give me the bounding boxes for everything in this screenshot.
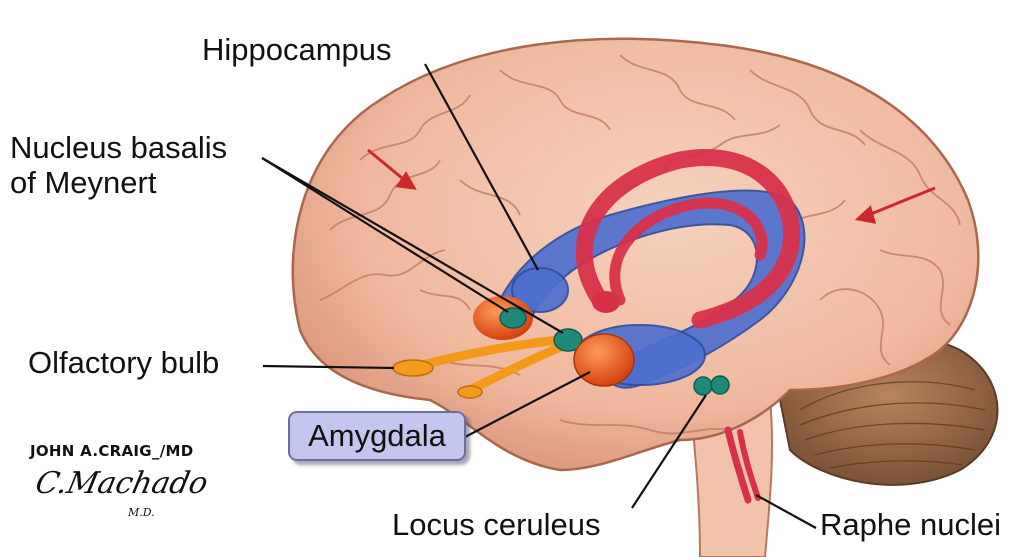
signature-line1: JOHN A.CRAIG_/MD: [30, 442, 193, 460]
locus-ceruleus-label: Locus ceruleus: [392, 508, 601, 543]
signature-line3: M.D.: [128, 506, 155, 519]
locus-ceruleus-2: [711, 376, 729, 394]
olfactory-bulb-label: Olfactory bulb: [28, 346, 219, 381]
nucleus-basalis-label-line2: of Meynert: [10, 166, 227, 201]
hippocampus-label: Hippocampus: [202, 33, 392, 68]
signature-line2: C.Machado: [32, 466, 211, 501]
locus-ceruleus-1: [694, 377, 712, 395]
olfactory-bulb: [393, 360, 433, 376]
nucleus-basalis-label: Nucleus basalis of Meynert: [10, 131, 227, 200]
nucleus-basalis-label-line1: Nucleus basalis: [10, 131, 227, 166]
nucleus-basalis-green-1: [500, 308, 526, 328]
raphe-nuclei-label: Raphe nuclei: [820, 508, 1001, 543]
artist-signature: JOHN A.CRAIG_/MD C.Machado M.D.: [30, 442, 270, 527]
amygdala-shape: [574, 334, 634, 386]
mammillary-body: [592, 291, 620, 313]
amygdala-label-box: Amygdala: [288, 411, 466, 461]
